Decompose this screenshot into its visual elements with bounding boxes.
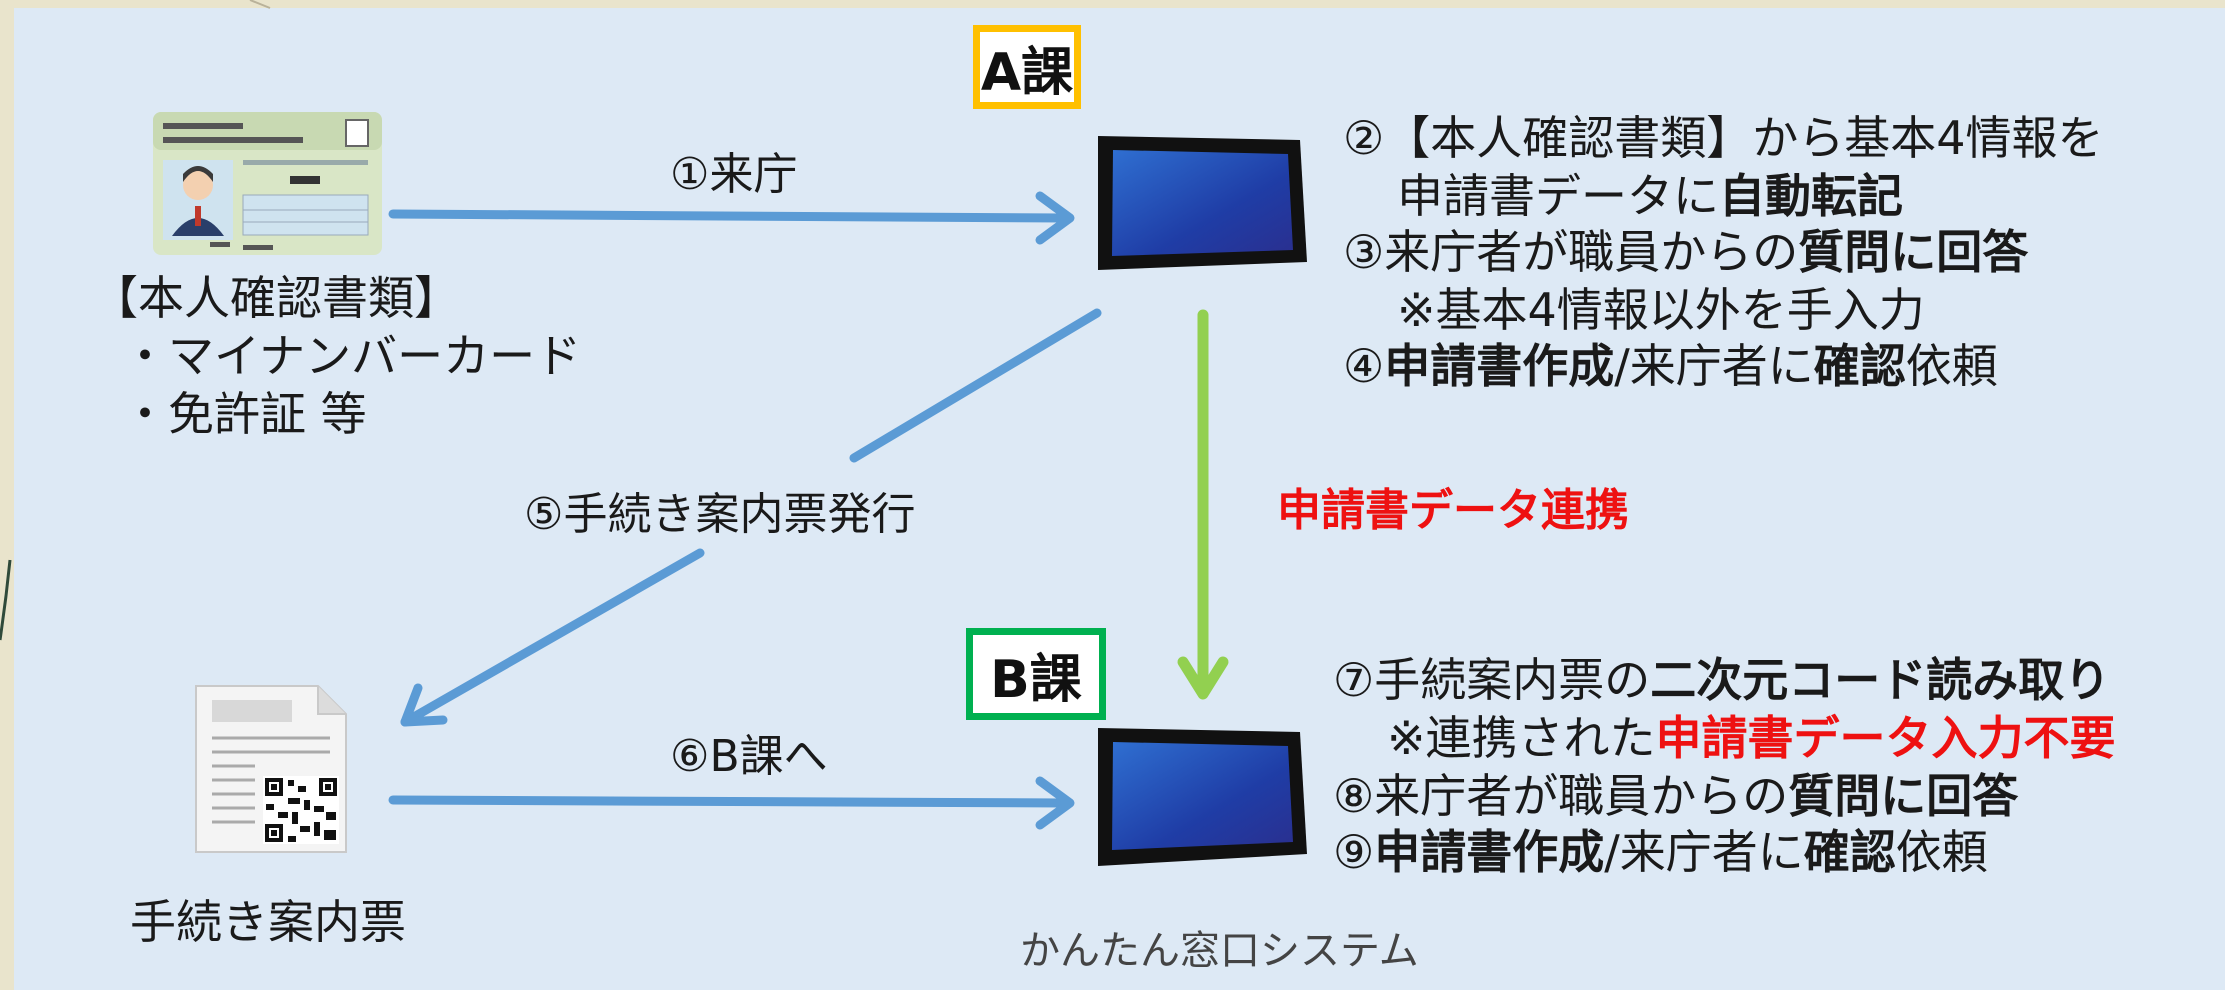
- arrow-visit: [388, 191, 1075, 245]
- b-step-7-note: ※連携された申請書データ入力不要: [1387, 702, 2116, 768]
- guide-ticket-label: 手続き案内票: [130, 895, 406, 949]
- b-step-8-text: ⑧来庁者が職員からの: [1333, 769, 1789, 823]
- a-step-2-line2: 申請書データに自動転記: [1397, 160, 1903, 226]
- tablet-a-icon: [1098, 136, 1307, 270]
- b-step-7-note-text: ※連携された: [1387, 711, 1656, 765]
- a-step-4-emphasis-confirm: 確認: [1813, 339, 1906, 393]
- a-step-2-text: 申請書データに: [1397, 169, 1719, 223]
- a-step-3: ③来庁者が職員からの質問に回答: [1343, 216, 2028, 282]
- a-step-3-emphasis: 質問に回答: [1798, 225, 2029, 279]
- id-card-icon: [153, 112, 382, 255]
- footer-system-name: かんたん窓口システム: [1020, 928, 1419, 974]
- arrow-data-link: [1177, 309, 1229, 700]
- arrow-visit-label: ①来庁: [670, 149, 798, 200]
- arrow-issue-label: ⑤手続き案内票発行: [524, 489, 916, 540]
- a-step-3-note: ※基本4情報以外を手入力: [1397, 283, 1925, 337]
- a-step-4-emphasis-create: 申請書作成: [1384, 339, 1615, 393]
- qr-code-icon: [263, 776, 339, 844]
- b-step-7-note-emphasis: 申請書データ入力不要: [1655, 711, 2116, 765]
- tablet-b-icon: [1098, 728, 1307, 866]
- b-step-7-emphasis: 二次元コード読み取り: [1650, 653, 2111, 707]
- arrow-issue: [400, 308, 1102, 727]
- dept-b-label: B課: [966, 628, 1106, 720]
- dept-a-label: A課: [973, 25, 1081, 109]
- b-step-9-emphasis-create: 申請書作成: [1374, 825, 1605, 879]
- b-step-9-text: /来庁者に: [1604, 825, 1804, 879]
- b-step-7-text: ⑦手続案内票の: [1333, 653, 1651, 707]
- a-step-2-emphasis: 自動転記: [1719, 169, 1903, 223]
- b-step-8: ⑧来庁者が職員からの質問に回答: [1333, 760, 2018, 826]
- qr-ticket-icon: [195, 685, 347, 853]
- data-link-label: 申請書データ連携: [1277, 485, 1629, 536]
- id-docs-title: 【本人確認書類】: [92, 271, 460, 325]
- b-step-8-emphasis: 質問に回答: [1788, 769, 2019, 823]
- id-docs-item-mynumber: ・マイナンバーカード: [122, 329, 582, 383]
- arrow-to-b-label: ⑥B課へ: [670, 731, 828, 782]
- b-step-9-emphasis-confirm: 確認: [1803, 825, 1896, 879]
- corner-decoration: [0, 0, 271, 641]
- arrow-to-b: [388, 776, 1075, 830]
- a-step-3-text: ③来庁者が職員からの: [1343, 225, 1799, 279]
- id-docs-item-license: ・免許証 等: [122, 387, 367, 441]
- a-step-2-line1: ②【本人確認書類】から基本4情報を: [1343, 111, 2104, 165]
- a-step-4-end: 依頼: [1905, 339, 1998, 393]
- b-step-7: ⑦手続案内票の二次元コード読み取り: [1333, 644, 2110, 710]
- a-step-4-text: /来庁者に: [1614, 339, 1814, 393]
- a-step-4-num: ④: [1343, 339, 1385, 393]
- b-step-9-end: 依頼: [1895, 825, 1988, 879]
- b-step-9-num: ⑨: [1333, 825, 1375, 879]
